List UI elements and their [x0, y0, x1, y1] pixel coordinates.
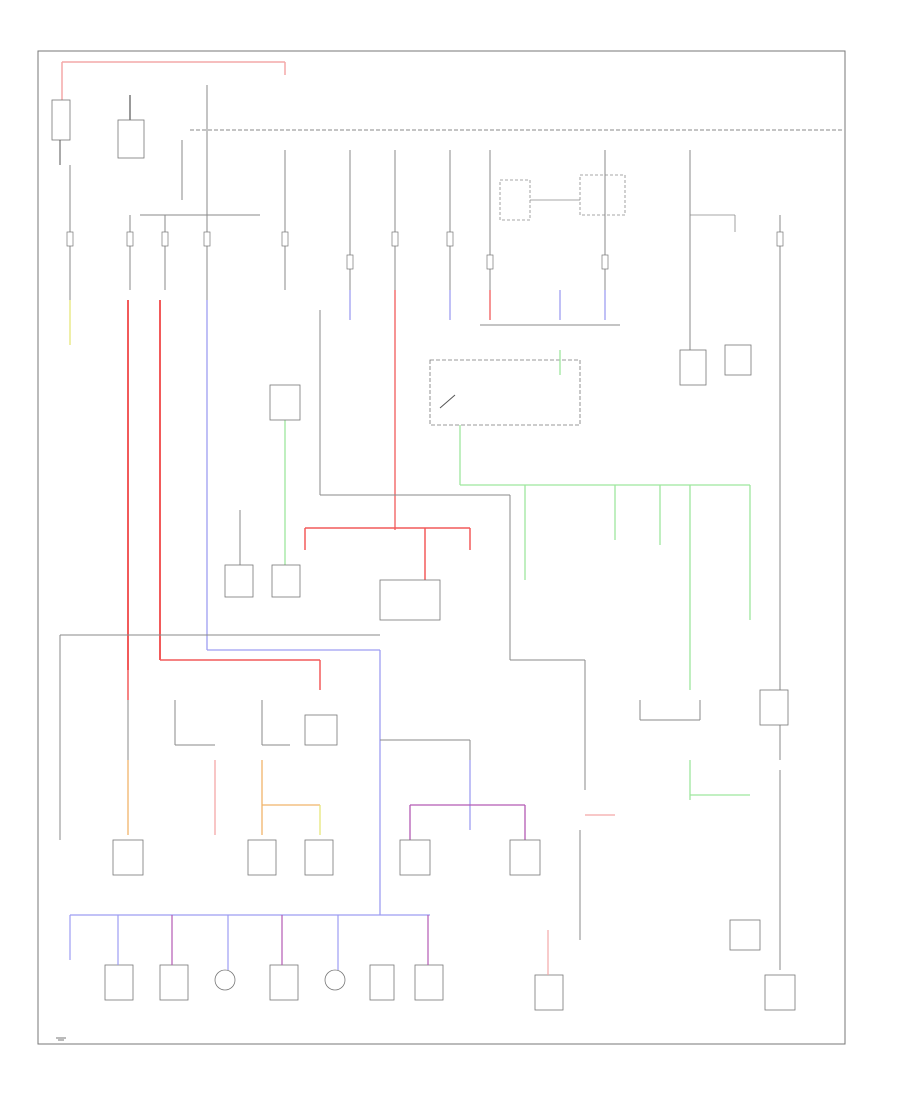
red-wire-cluster [127, 527, 471, 700]
comp-r-mid [759, 689, 789, 726]
blue-wire-run [70, 649, 471, 916]
comp-c7 [764, 974, 796, 1011]
bulbs [214, 969, 346, 991]
comp-right-2 [724, 344, 752, 376]
ground-symbols [56, 1037, 66, 1041]
fuse-box-center [379, 579, 441, 621]
bottom-row-wires [69, 814, 615, 975]
relay-boxes [499, 174, 736, 232]
lower-fuse-row [59, 700, 471, 760]
comp-c5 [414, 964, 444, 1001]
diagram-frame [37, 50, 846, 1045]
orange-yellow-wires [127, 760, 321, 835]
comp-c2 [159, 964, 189, 1001]
comp-c6 [534, 974, 564, 1011]
green-wires [459, 350, 751, 800]
starter [117, 95, 145, 159]
comp-c1 [104, 964, 134, 1001]
ignition-switch [429, 359, 581, 426]
purple-wire [409, 804, 526, 840]
comp-c4 [369, 964, 395, 1001]
comp-r-low [729, 919, 761, 951]
colored-wires-top [69, 290, 606, 670]
comp-b5 [509, 839, 541, 876]
blower-relay-box [269, 384, 301, 421]
comp-right-1 [679, 349, 707, 386]
relay-lower [304, 714, 338, 746]
gray-wires-mid [59, 300, 781, 970]
comp-b3 [304, 839, 334, 876]
comp-b2 [247, 839, 277, 876]
fuse-drops [129, 150, 781, 310]
relay-left [224, 564, 254, 598]
comp-c3 [269, 964, 299, 1001]
battery [51, 61, 286, 165]
fuse-symbols [66, 231, 784, 270]
comp-b1 [112, 839, 144, 876]
relay-mid [271, 564, 301, 598]
comp-b4 [399, 839, 431, 876]
components [104, 344, 796, 1011]
